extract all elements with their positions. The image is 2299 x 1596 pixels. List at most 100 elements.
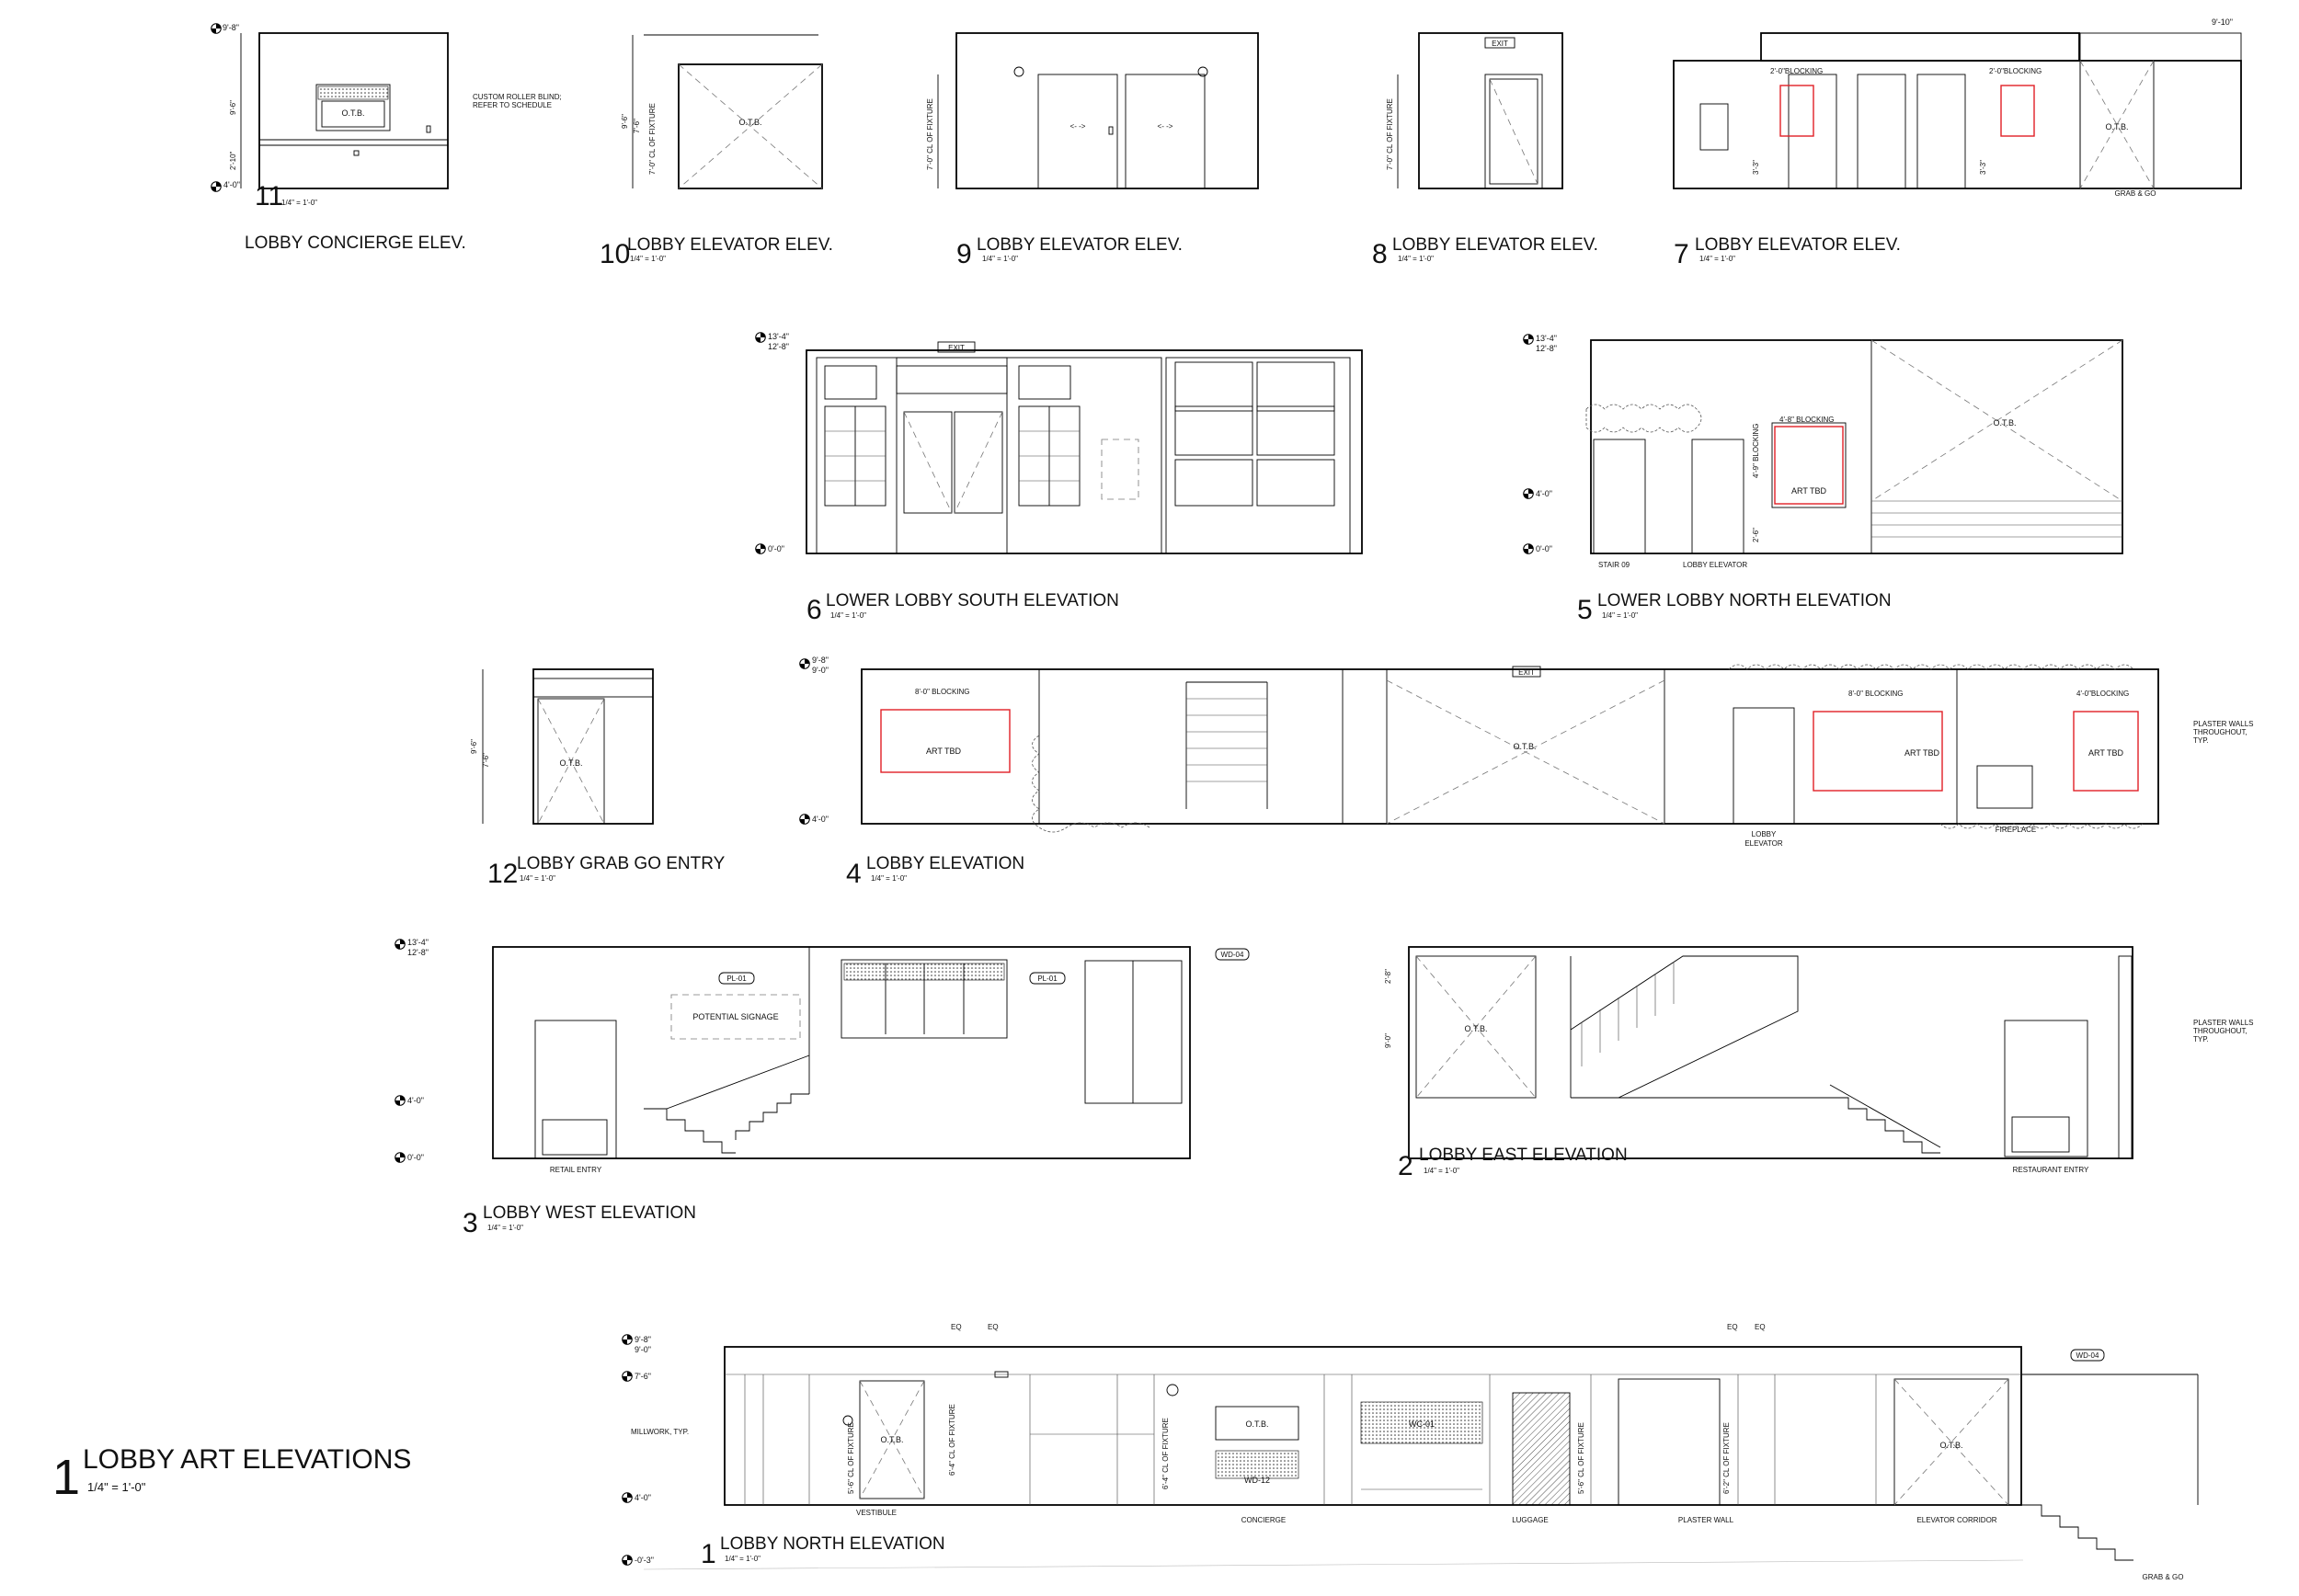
svg-text:1/4" = 1'-0": 1/4" = 1'-0" bbox=[87, 1480, 146, 1494]
svg-text:WC-01: WC-01 bbox=[1409, 1419, 1435, 1429]
svg-text:12'-8": 12'-8" bbox=[1536, 344, 1557, 353]
svg-text:3'-3": 3'-3" bbox=[1979, 160, 1987, 175]
svg-text:5: 5 bbox=[1577, 595, 1593, 625]
svg-text:O.T.B.: O.T.B. bbox=[2105, 122, 2128, 131]
svg-text:1/4" = 1'-0": 1/4" = 1'-0" bbox=[630, 255, 666, 263]
svg-text:4'-0": 4'-0" bbox=[635, 1493, 651, 1502]
svg-text:1/4" = 1'-0": 1/4" = 1'-0" bbox=[871, 874, 907, 883]
svg-text:9'-0": 9'-0" bbox=[812, 666, 829, 675]
svg-text:GRAB & GO: GRAB & GO bbox=[2143, 1573, 2184, 1581]
svg-text:11: 11 bbox=[255, 181, 283, 211]
svg-text:7'-0" CL OF FIXTURE: 7'-0" CL OF FIXTURE bbox=[926, 98, 934, 170]
svg-text:3: 3 bbox=[463, 1208, 478, 1238]
view-5-lower-lobby-north: ART TBD 4'-8" BLOCKING O.T.B. STAIR 09 L… bbox=[1523, 334, 2123, 625]
svg-text:RESTAURANT ENTRY: RESTAURANT ENTRY bbox=[2013, 1166, 2089, 1174]
svg-text:7'-6": 7'-6" bbox=[482, 753, 490, 768]
svg-text:LOBBY NORTH ELEVATION: LOBBY NORTH ELEVATION bbox=[720, 1534, 945, 1554]
view-7-elevator: O.T.B. 2'-0"BLOCKING 2'-0"BLOCKING GRAB … bbox=[1673, 17, 2242, 198]
svg-text:9'-6": 9'-6" bbox=[229, 100, 237, 115]
svg-text:RETAIL ENTRY: RETAIL ENTRY bbox=[550, 1166, 602, 1174]
svg-text:8'-0" BLOCKING: 8'-0" BLOCKING bbox=[1848, 690, 1904, 698]
svg-text:1/4" = 1'-0": 1/4" = 1'-0" bbox=[1398, 255, 1434, 263]
svg-text:4'-0": 4'-0" bbox=[223, 180, 240, 189]
svg-text:LOBBY GRAB GO ENTRY: LOBBY GRAB GO ENTRY bbox=[517, 854, 726, 873]
svg-text:1: 1 bbox=[52, 1450, 80, 1505]
svg-text:EQ: EQ bbox=[1755, 1323, 1766, 1331]
svg-text:5'-6" CL OF FIXTURE: 5'-6" CL OF FIXTURE bbox=[1577, 1422, 1585, 1494]
svg-text:4'-0"BLOCKING: 4'-0"BLOCKING bbox=[2076, 690, 2129, 698]
svg-text:EXIT: EXIT bbox=[1492, 40, 1508, 48]
svg-text:LOBBY ELEVATOR ELEV.: LOBBY ELEVATOR ELEV. bbox=[1695, 235, 1901, 255]
view-4-lobby: ART TBD 8'-0" BLOCKING O.T.B. EXIT ART T… bbox=[799, 656, 2254, 889]
svg-text:PL-01: PL-01 bbox=[726, 975, 747, 983]
svg-text:1/4" = 1'-0": 1/4" = 1'-0" bbox=[281, 199, 317, 207]
svg-text:1/4" = 1'-0": 1/4" = 1'-0" bbox=[830, 611, 866, 620]
svg-text:2'-0"BLOCKING: 2'-0"BLOCKING bbox=[1989, 67, 2042, 75]
svg-text:VESTIBULE: VESTIBULE bbox=[856, 1509, 897, 1517]
svg-text:1/4" = 1'-0": 1/4" = 1'-0" bbox=[725, 1555, 761, 1563]
svg-text:O.T.B.: O.T.B. bbox=[1245, 1419, 1268, 1429]
svg-text:9'-0": 9'-0" bbox=[635, 1345, 651, 1354]
svg-text:PLASTER WALLS: PLASTER WALLS bbox=[2193, 720, 2254, 728]
svg-text:ART TBD: ART TBD bbox=[926, 747, 962, 756]
svg-text:O.T.B.: O.T.B. bbox=[1939, 1441, 1962, 1450]
svg-text:4'-0": 4'-0" bbox=[1536, 489, 1552, 498]
svg-text:12: 12 bbox=[487, 859, 518, 889]
svg-text:6'-4" CL OF FIXTURE: 6'-4" CL OF FIXTURE bbox=[1161, 1418, 1170, 1489]
svg-text:7'-0" CL OF FIXTURE: 7'-0" CL OF FIXTURE bbox=[1386, 98, 1394, 170]
svg-text:GRAB & GO: GRAB & GO bbox=[2115, 189, 2156, 198]
svg-text:6'-4" CL OF FIXTURE: 6'-4" CL OF FIXTURE bbox=[948, 1404, 956, 1476]
svg-text:TYP.: TYP. bbox=[2193, 736, 2209, 745]
svg-text:ELEVATOR CORRIDOR: ELEVATOR CORRIDOR bbox=[1916, 1516, 1996, 1524]
svg-text:9'-8": 9'-8" bbox=[635, 1335, 651, 1344]
svg-text:4'-9" BLOCKING: 4'-9" BLOCKING bbox=[1752, 424, 1760, 479]
svg-text:7'-6": 7'-6" bbox=[633, 119, 641, 133]
svg-text:2'-8": 2'-8" bbox=[1384, 969, 1392, 984]
svg-text:STAIR 09: STAIR 09 bbox=[1598, 561, 1630, 569]
sheet-title: 1 LOBBY ART ELEVATIONS 1/4" = 1'-0" bbox=[52, 1444, 411, 1505]
svg-text:4: 4 bbox=[846, 859, 862, 889]
svg-text:9: 9 bbox=[956, 239, 972, 269]
svg-text:LOWER LOBBY SOUTH ELEVATION: LOWER LOBBY SOUTH ELEVATION bbox=[826, 591, 1119, 610]
svg-text:LOBBY ART ELEVATIONS: LOBBY ART ELEVATIONS bbox=[83, 1444, 411, 1475]
svg-text:LOBBY ELEVATION: LOBBY ELEVATION bbox=[866, 854, 1024, 873]
svg-text:7: 7 bbox=[1674, 239, 1689, 269]
svg-text:THROUGHOUT,: THROUGHOUT, bbox=[2193, 1027, 2248, 1035]
svg-text:MILLWORK, TYP.: MILLWORK, TYP. bbox=[631, 1428, 689, 1436]
svg-text:LOBBY EAST ELEVATION: LOBBY EAST ELEVATION bbox=[1419, 1146, 1628, 1165]
svg-text:7'-6": 7'-6" bbox=[635, 1372, 651, 1381]
svg-text:LOBBY ELEVATOR ELEV.: LOBBY ELEVATOR ELEV. bbox=[1392, 235, 1598, 255]
svg-text:TYP.: TYP. bbox=[2193, 1035, 2209, 1043]
view-12-grab-go: O.T.B. 9'-6" 7'-6" 12 LOBBY GRAB GO ENTR… bbox=[470, 668, 726, 889]
svg-text:PLASTER WALLS: PLASTER WALLS bbox=[2193, 1019, 2254, 1027]
svg-text:ART TBD: ART TBD bbox=[1791, 486, 1827, 496]
svg-text:1: 1 bbox=[701, 1539, 716, 1569]
otb-label: O.T.B. bbox=[341, 108, 364, 118]
svg-text:1/4" = 1'-0": 1/4" = 1'-0" bbox=[487, 1224, 523, 1232]
svg-text:1/4" = 1'-0": 1/4" = 1'-0" bbox=[1424, 1167, 1459, 1175]
svg-text:LOBBY ELEVATOR: LOBBY ELEVATOR bbox=[1683, 561, 1747, 569]
svg-text:4'-0": 4'-0" bbox=[407, 1096, 424, 1105]
svg-text:EQ: EQ bbox=[1727, 1323, 1738, 1331]
svg-text:2: 2 bbox=[1398, 1151, 1413, 1181]
svg-text:LOBBY: LOBBY bbox=[1752, 830, 1777, 838]
svg-text:9'-8": 9'-8" bbox=[812, 656, 829, 665]
svg-text:7'-0" CL OF FIXTURE: 7'-0" CL OF FIXTURE bbox=[648, 103, 657, 175]
view-9-elevator: <- -> <- -> 7'-0" CL OF FIXTURE bbox=[926, 32, 1259, 189]
svg-text:12'-8": 12'-8" bbox=[768, 342, 789, 351]
svg-text:WD-04: WD-04 bbox=[2076, 1351, 2099, 1360]
svg-text:ART TBD: ART TBD bbox=[2088, 748, 2124, 758]
svg-text:13'-4": 13'-4" bbox=[768, 332, 789, 341]
svg-text:O.T.B.: O.T.B. bbox=[1513, 742, 1536, 751]
svg-text:EXIT: EXIT bbox=[1518, 668, 1535, 677]
svg-text:<- ->: <- -> bbox=[1158, 122, 1173, 131]
svg-text:2'-6": 2'-6" bbox=[1752, 528, 1760, 542]
view-title: LOBBY CONCIERGE ELEV. bbox=[245, 234, 466, 253]
svg-text:0'-0": 0'-0" bbox=[407, 1153, 424, 1162]
svg-text:LOBBY ELEVATOR ELEV.: LOBBY ELEVATOR ELEV. bbox=[977, 235, 1183, 255]
svg-text:6'-2" CL OF FIXTURE: 6'-2" CL OF FIXTURE bbox=[1722, 1422, 1731, 1494]
view-2-lobby-east: O.T.B. RESTAURANT ENTRY PLASTER WALLS TH… bbox=[1384, 946, 2254, 1181]
svg-text:ART TBD: ART TBD bbox=[1904, 748, 1940, 758]
svg-text:O.T.B.: O.T.B. bbox=[1993, 418, 2016, 428]
